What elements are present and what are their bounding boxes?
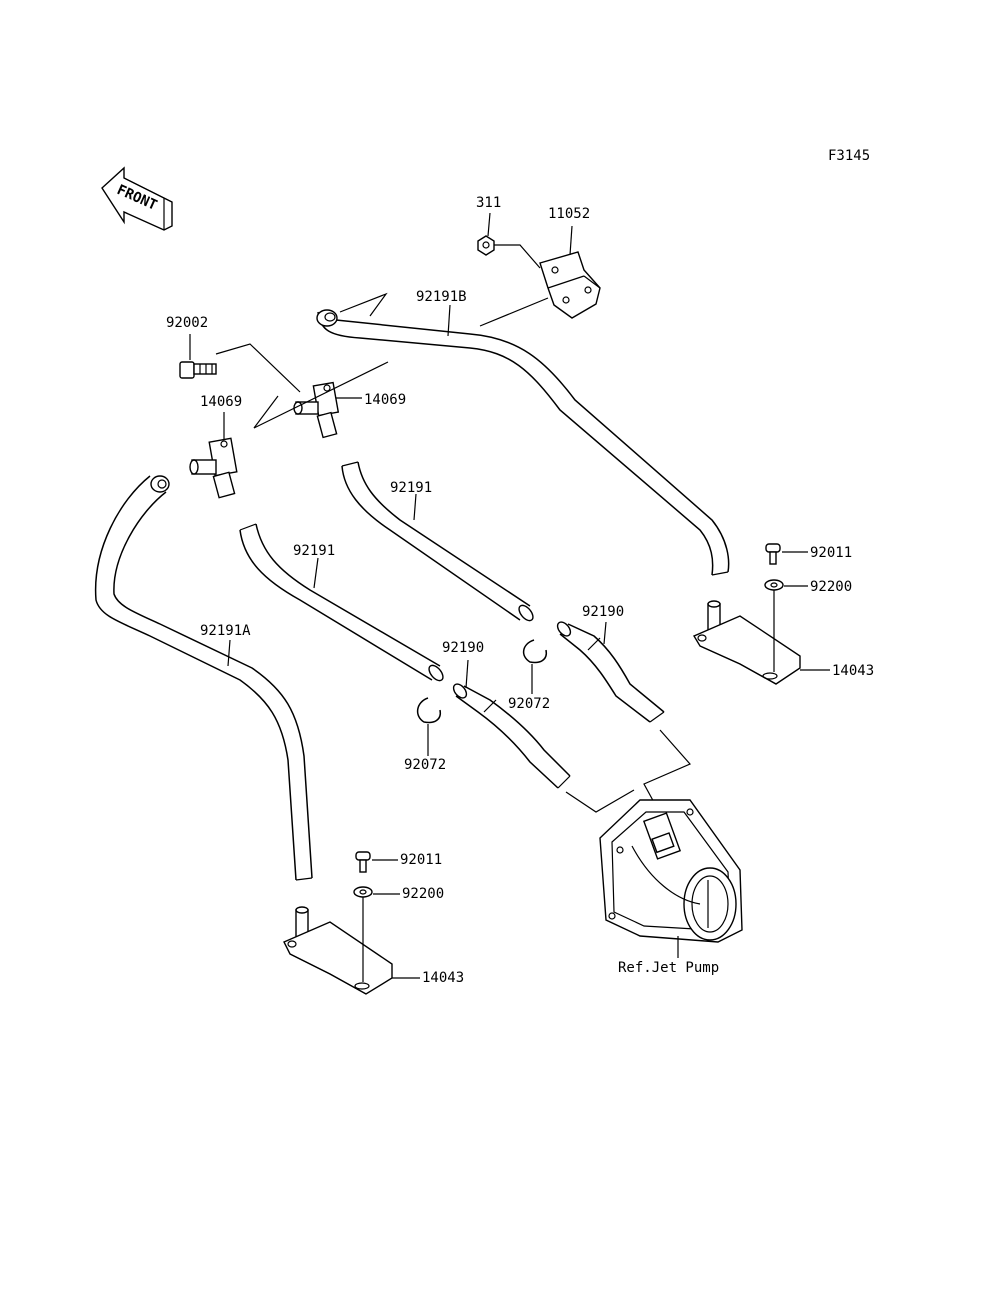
- bracket-14043-right: [692, 600, 801, 685]
- leader-11052: [569, 225, 573, 256]
- label-92191B: 92191B: [416, 289, 467, 305]
- hose-92191B: [316, 309, 730, 576]
- leader-92190-right: [603, 621, 607, 645]
- clamp-92072-upper: [522, 639, 548, 664]
- bracket-11052: [539, 251, 601, 319]
- label-311: 311: [476, 195, 501, 211]
- front-direction-arrow-icon: FRONT: [101, 166, 173, 231]
- nut-311: [477, 235, 495, 256]
- label-ref-jet-pump: Ref.Jet Pump: [618, 960, 719, 976]
- label-92190-left: 92190: [442, 640, 484, 656]
- label-14043-right: 14043: [832, 663, 874, 679]
- leader-bracket-hose: [479, 297, 549, 327]
- leader-92191-lower: [313, 557, 319, 589]
- label-92200-left: 92200: [402, 886, 444, 902]
- hose-92191-upper: [341, 461, 534, 622]
- bolt-92002: [179, 361, 217, 379]
- label-92072-lower: 92072: [404, 757, 446, 773]
- hose-92190-left: [452, 683, 571, 789]
- guide-hose-left-to-pump: [565, 789, 635, 813]
- label-92200-right: 92200: [810, 579, 852, 595]
- leader-92191-upper: [413, 493, 417, 521]
- bracket-14043-left: [283, 906, 393, 995]
- guide-hose-right-to-pump: [643, 729, 691, 807]
- guide-14069-right: [253, 361, 389, 429]
- leader-92190-left: [465, 659, 469, 689]
- leader-311: [494, 244, 541, 269]
- leader-92191A: [227, 639, 231, 667]
- hose-92190-right: [556, 621, 665, 723]
- hose-92191-lower: [239, 523, 444, 682]
- jet-pump: [599, 799, 743, 943]
- fitting-14069-right: [293, 381, 340, 439]
- bolt-92011-left: [355, 851, 371, 873]
- label-92011-right: 92011: [810, 545, 852, 561]
- guide-14069-left: [253, 395, 279, 429]
- clamp-92072-lower: [416, 697, 442, 724]
- arrow-92191B: [339, 292, 388, 317]
- bolt-92011-right: [765, 543, 781, 565]
- hose-92191A: [94, 475, 313, 881]
- label-92191-lower: 92191: [293, 543, 335, 559]
- figure-code: F3145: [828, 148, 870, 164]
- label-92002: 92002: [166, 315, 208, 331]
- label-14043-left: 14043: [422, 970, 464, 986]
- label-92011-left: 92011: [400, 852, 442, 868]
- label-92191A: 92191A: [200, 623, 251, 639]
- label-14069-right: 14069: [364, 392, 406, 408]
- label-11052: 11052: [548, 206, 590, 222]
- leader-92191B: [447, 304, 451, 337]
- label-92072-upper: 92072: [508, 696, 550, 712]
- label-14069-left: 14069: [200, 394, 242, 410]
- fitting-14069-left: [189, 437, 238, 499]
- washer-92200-left: [353, 886, 373, 898]
- washer-92200-right: [764, 579, 784, 591]
- leader-311-label: [487, 212, 491, 237]
- label-92190-right: 92190: [582, 604, 624, 620]
- leader-92002-to-fitting: [215, 343, 301, 393]
- label-92191-upper: 92191: [390, 480, 432, 496]
